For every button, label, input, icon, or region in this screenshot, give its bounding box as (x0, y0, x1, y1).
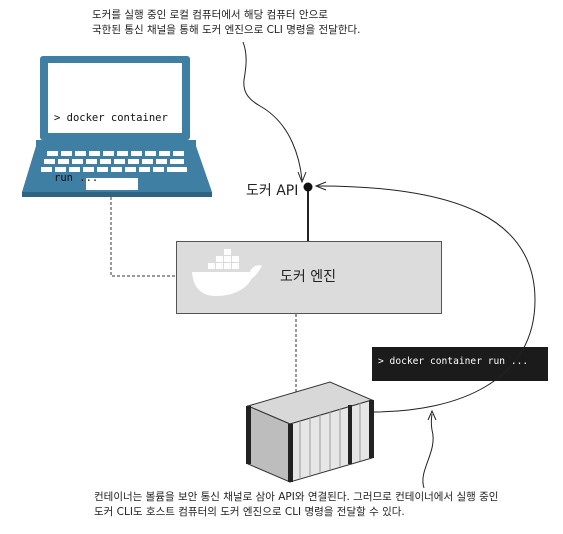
docker-whale-icon (192, 249, 262, 296)
top-caption: 도커를 실행 중인 로컬 컴퓨터에서 해당 컴퓨터 안으로 국한된 통신 채널을… (92, 8, 361, 38)
top-caption-arrow (242, 41, 303, 181)
laptop-command: > docker container run ... (54, 68, 168, 208)
container-terminal (372, 347, 548, 381)
container-to-api-arrow (317, 185, 536, 413)
container-icon (246, 381, 374, 483)
top-caption-arrow-head (297, 171, 307, 184)
bottom-caption-arrow-head (427, 409, 437, 421)
laptop-to-engine-dashed-line (110, 197, 176, 277)
bottom-caption-arrow (422, 413, 434, 489)
top-caption-line-2: 국한된 통신 채널을 통해 도커 엔진으로 CLI 명령을 전달한다. (92, 24, 361, 36)
bottom-caption-line-2: 도커 CLI도 호스트 컴퓨터의 도커 엔진으로 CLI 명령을 전달할 수 있… (94, 506, 405, 518)
top-caption-line-1: 도커를 실행 중인 로컬 컴퓨터에서 해당 컴퓨터 안으로 (92, 9, 328, 21)
terminal-command: > docker container run ... (378, 356, 529, 367)
docker-api-label: 도커 API (246, 183, 299, 199)
laptop-command-line-2: run ... (54, 172, 99, 184)
laptop-command-line-1: > docker container (54, 112, 168, 124)
bottom-caption-line-1: 컨테이너는 볼륨을 보안 통신 채널로 삼아 API와 연결된다. 그러므로 컨… (94, 491, 499, 503)
docker-engine-label: 도커 엔진 (280, 269, 336, 285)
bottom-caption: 컨테이너는 볼륨을 보안 통신 채널로 삼아 API와 연결된다. 그러므로 컨… (94, 490, 498, 520)
keyboard-keys (41, 151, 187, 190)
container-to-api-arrow-head (314, 181, 327, 191)
laptop-icon (22, 56, 212, 197)
api-dot (303, 182, 313, 192)
